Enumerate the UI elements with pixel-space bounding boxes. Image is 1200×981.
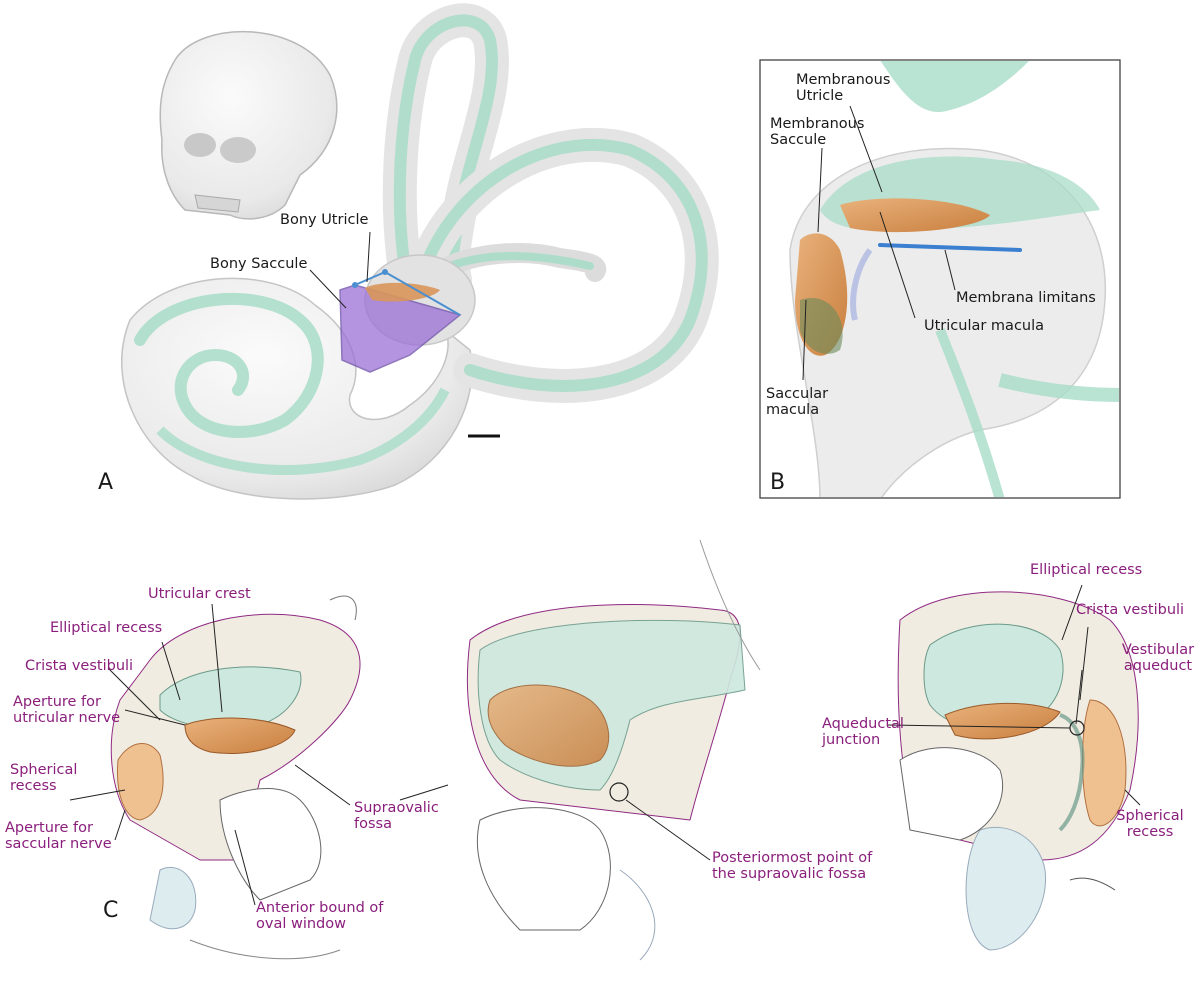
cochlea-spiral [134,292,324,438]
label-bony-utricle: Bony Utricle [280,212,369,228]
label-anterior-bound-oval-window: Anterior bound of oval window [256,900,384,932]
label-vestibular-aqueduct: Vestibular aqueduct [1121,642,1195,674]
label-aperture-saccular-nerve: Aperture for saccular nerve [5,820,112,852]
label-supraovalic-fossa: Supraovalic fossa [354,800,439,832]
panel-letter-b: B [770,470,786,495]
bony-utricle-region [365,282,440,302]
label-utricular-crest: Utricular crest [148,586,251,602]
panel-b-artwork [759,59,1121,499]
panel-c-left-view [110,595,361,960]
panel-c-center-view [467,539,761,961]
label-elliptical-recess-left: Elliptical recess [50,620,163,636]
panel-a-artwork [121,3,719,500]
label-crista-vestibuli-left: Crista vestibuli [25,658,134,674]
label-crista-vestibuli-right: Crista vestibuli [1076,602,1185,618]
label-aqueductal-junction: Aqueductal junction [822,716,904,748]
label-membranous-saccule: Membranous Saccule [770,116,865,148]
skull-illustration [159,30,338,220]
label-spherical-recess-left: Spherical recess [10,762,78,794]
panel-c-right-view [897,591,1139,951]
label-spherical-recess-right: Spherical recess [1116,808,1184,840]
label-aperture-utricular-nerve: Aperture for utricular nerve [13,694,121,726]
label-membrana-limitans: Membrana limitans [956,290,1096,306]
label-membranous-utricle: Membranous Utricle [796,72,891,104]
panel-letter-a: A [98,470,114,495]
label-bony-saccule: Bony Saccule [210,256,308,272]
label-elliptical-recess-right: Elliptical recess [1030,562,1143,578]
label-saccular-macula: Saccular macula [766,386,829,418]
panel-c-artwork [69,539,1141,961]
label-posteriormost-point: Posteriormost point of the supraovalic f… [712,850,873,882]
label-utricular-macula: Utricular macula [924,318,1045,334]
panel-letter-c: C [103,898,119,923]
